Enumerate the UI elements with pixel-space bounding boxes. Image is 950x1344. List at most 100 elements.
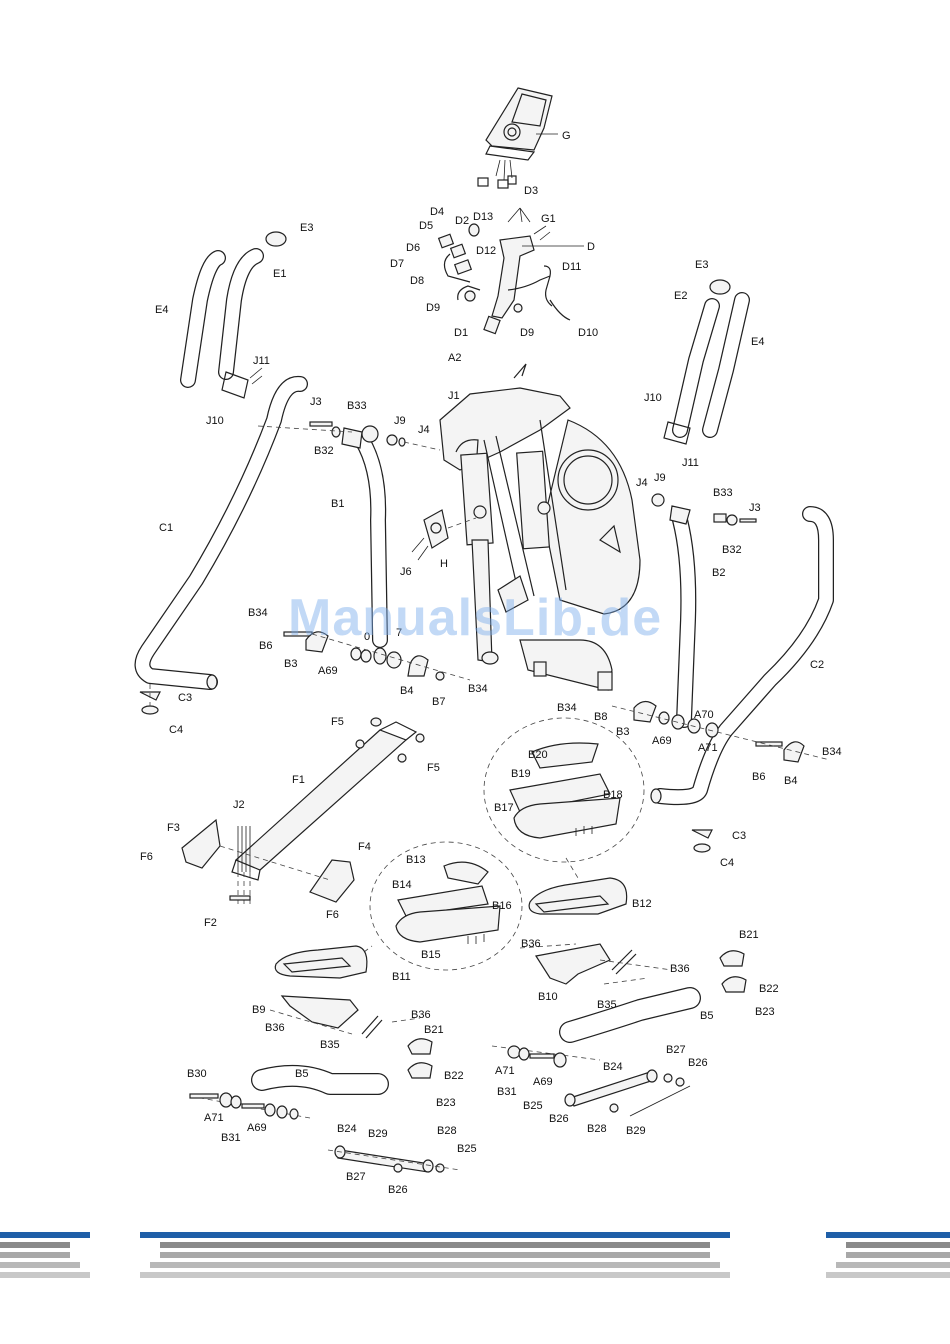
label-B18: B18 xyxy=(603,789,623,801)
label-B23-right: B23 xyxy=(755,1006,775,1018)
label-A69-c: A69 xyxy=(533,1076,553,1088)
label-G1: G1 xyxy=(541,213,556,225)
label-B21-right: B21 xyxy=(739,929,759,941)
label-B5-left: B5 xyxy=(295,1068,308,1080)
label-B34-b: B34 xyxy=(468,683,488,695)
label-B25-right: B25 xyxy=(523,1100,543,1112)
label-B22-right: B22 xyxy=(759,983,779,995)
label-D: D xyxy=(587,241,595,253)
label-C1: C1 xyxy=(159,522,173,534)
label-A69-left: A69 xyxy=(318,665,338,677)
label-B3-right: B3 xyxy=(616,726,629,738)
label-D1: D1 xyxy=(454,327,468,339)
label-J11-left: J11 xyxy=(253,355,270,367)
label-A69-right: A69 xyxy=(652,735,672,747)
label-B33-left: B33 xyxy=(347,400,367,412)
upper-mast-assembly xyxy=(437,207,584,335)
label-F4: F4 xyxy=(358,841,371,853)
label-B5-right: B5 xyxy=(700,1010,713,1022)
label-D6: D6 xyxy=(406,242,420,254)
label-B23-left: B23 xyxy=(436,1097,456,1109)
label-A71-left: 7 xyxy=(396,627,402,639)
label-B9: B9 xyxy=(252,1004,265,1016)
label-B1: B1 xyxy=(331,498,344,510)
label-B7: B7 xyxy=(432,696,445,708)
watermark: ManualsLib.de xyxy=(288,589,663,647)
label-B26-c: B26 xyxy=(388,1184,408,1196)
bracket-h xyxy=(411,509,477,561)
label-D3: D3 xyxy=(524,185,538,197)
wheel-clamps xyxy=(407,950,747,1079)
label-B34-a: B34 xyxy=(248,607,268,619)
label-B26-b: B26 xyxy=(549,1113,569,1125)
label-B6-right: B6 xyxy=(752,771,765,783)
label-B25-left: B25 xyxy=(457,1143,477,1155)
right-arm-assembly xyxy=(611,493,834,853)
label-B30: B30 xyxy=(187,1068,207,1080)
label-J1: J1 xyxy=(448,390,460,402)
label-B15: B15 xyxy=(421,949,441,961)
label-B4-left: B4 xyxy=(400,685,413,697)
label-G: G xyxy=(562,130,571,142)
label-B36-d: B36 xyxy=(411,1009,431,1021)
label-E1: E1 xyxy=(273,268,286,280)
label-B22-left: B22 xyxy=(444,1070,464,1082)
label-B35-right: B35 xyxy=(597,999,617,1011)
label-J4-left: J4 xyxy=(418,424,430,436)
label-F5-left: F5 xyxy=(331,716,344,728)
label-D2: D2 xyxy=(455,215,469,227)
handle-grips xyxy=(180,231,750,445)
label-F6-right: F6 xyxy=(326,909,339,921)
label-F2: F2 xyxy=(204,917,217,929)
label-C3-right: C3 xyxy=(732,830,746,842)
label-B24-right: B24 xyxy=(603,1061,623,1073)
label-B24-left: B24 xyxy=(337,1123,357,1135)
pedal-detail-right xyxy=(483,717,645,863)
label-B31-right: B31 xyxy=(497,1086,517,1098)
label-B33-right: B33 xyxy=(713,487,733,499)
label-B36-c: B36 xyxy=(265,1022,285,1034)
label-E4-right: E4 xyxy=(751,336,764,348)
axle-hardware xyxy=(189,1045,691,1173)
label-B3-left: B3 xyxy=(284,658,297,670)
console-assembly xyxy=(477,87,558,189)
label-B20: B20 xyxy=(528,749,548,761)
label-B34-d: B34 xyxy=(822,746,842,758)
label-F6-left: F6 xyxy=(140,851,153,863)
label-B34-c: B34 xyxy=(557,702,577,714)
label-B14: B14 xyxy=(392,879,412,891)
pedals xyxy=(274,877,628,979)
label-A71-c: A71 xyxy=(495,1065,515,1077)
label-A71-right: A71 xyxy=(698,742,718,754)
label-D7: D7 xyxy=(390,258,404,270)
label-D10: D10 xyxy=(578,327,598,339)
label-F3: F3 xyxy=(167,822,180,834)
label-D9-right: D9 xyxy=(520,327,534,339)
label-E3-left: E3 xyxy=(300,222,313,234)
label-B36-b: B36 xyxy=(670,963,690,975)
label-E3-right: E3 xyxy=(695,259,708,271)
label-H: H xyxy=(440,558,448,570)
label-B27-left: B27 xyxy=(346,1171,366,1183)
left-arm-assembly xyxy=(134,375,471,715)
label-J6: J6 xyxy=(400,566,412,578)
label-B32-left: B32 xyxy=(314,445,334,457)
label-B31-left: B31 xyxy=(221,1132,241,1144)
label-D12: D12 xyxy=(476,245,496,257)
label-B11: B11 xyxy=(392,971,411,983)
label-E2: E2 xyxy=(674,290,687,302)
label-D11: D11 xyxy=(562,261,581,273)
label-J10-right: J10 xyxy=(644,392,662,404)
stabilizer-assembly xyxy=(181,717,425,906)
label-C2: C2 xyxy=(810,659,824,671)
label-B21-left: B21 xyxy=(424,1024,444,1036)
label-D8: D8 xyxy=(410,275,424,287)
label-B29-left: B29 xyxy=(368,1128,388,1140)
label-A2: A2 xyxy=(448,352,461,364)
label-B28-left: B28 xyxy=(437,1125,457,1137)
label-D9-left: D9 xyxy=(426,302,440,314)
label-D4: D4 xyxy=(430,206,444,218)
label-J9-right: J9 xyxy=(654,472,666,484)
label-C4-right: C4 xyxy=(720,857,734,869)
